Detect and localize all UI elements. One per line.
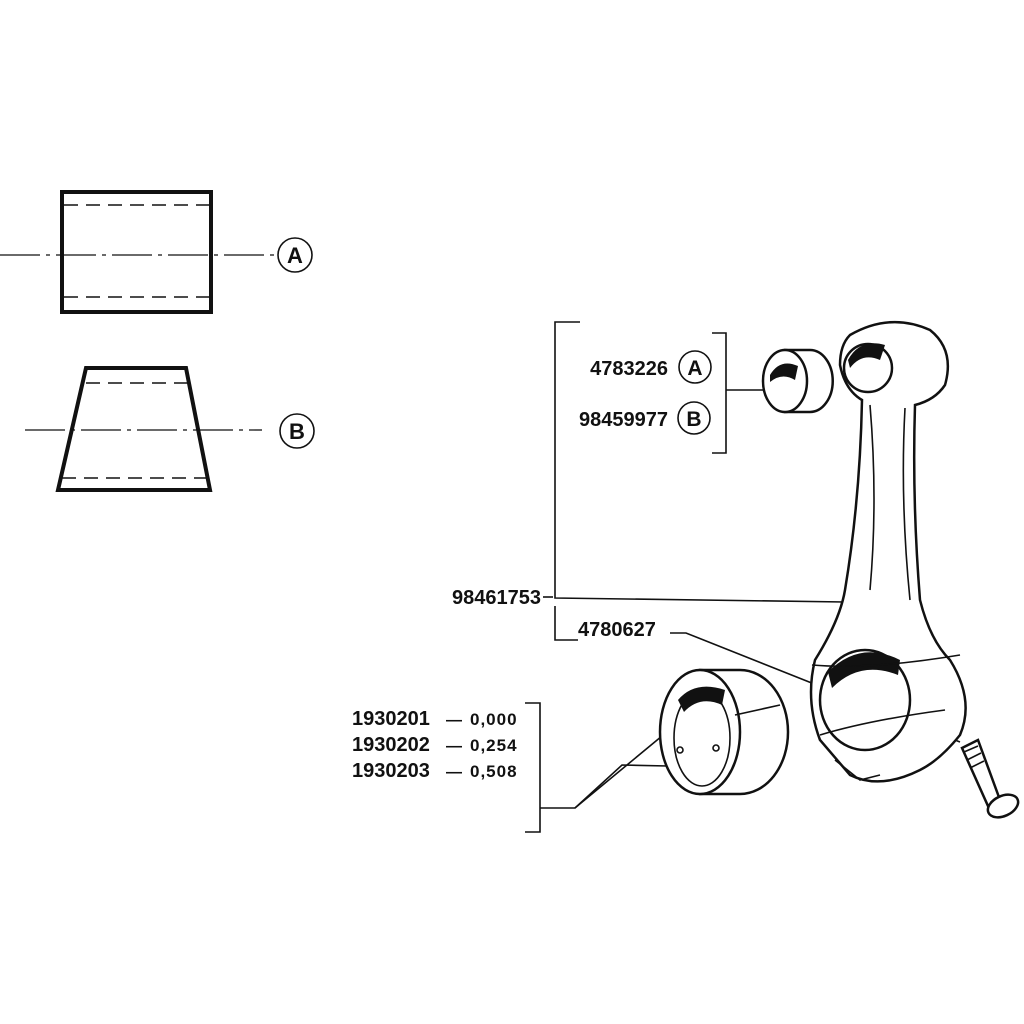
part-number-connecting-rod: 98461753 <box>452 587 541 609</box>
bolt-drawing <box>960 738 1020 819</box>
bearing-number: 1930201 <box>352 708 430 730</box>
bearing-undersize: 0,508 <box>470 762 518 781</box>
bearing-number: 1930203 <box>352 760 430 782</box>
connecting-rod-drawing <box>809 320 967 783</box>
part-number-98459977: 98459977 <box>579 409 668 431</box>
bush-type-a-section: A <box>0 190 313 314</box>
marker-a-label: A <box>687 357 702 380</box>
marker-b-circle <box>677 401 711 435</box>
big-end-bearing-drawing <box>658 668 790 796</box>
small-end-bush-drawing <box>761 348 834 414</box>
marker-a-circle <box>678 350 712 384</box>
bearing-list: 1930201 — 0,000 1930202 — 0,254 1930203 … <box>352 708 518 782</box>
bearing-dash: — <box>446 764 462 781</box>
bearing-dash: — <box>446 712 462 729</box>
bearing-dash: — <box>446 738 462 755</box>
part-number-4783226: 4783226 <box>590 358 668 380</box>
bearing-number: 1930202 <box>352 734 430 756</box>
bush-type-b-section: B <box>25 366 315 492</box>
marker-b-label: B <box>686 408 701 431</box>
part-number-bolt: 4780627 <box>578 619 656 641</box>
bearing-undersize: 0,254 <box>470 736 518 755</box>
marker-b-label: B <box>289 419 305 444</box>
bearing-undersize: 0,000 <box>470 710 518 729</box>
leader-lines <box>525 321 961 833</box>
marker-a-label: A <box>287 243 303 268</box>
marker-b-circle <box>279 413 315 449</box>
marker-a-circle <box>277 237 313 273</box>
